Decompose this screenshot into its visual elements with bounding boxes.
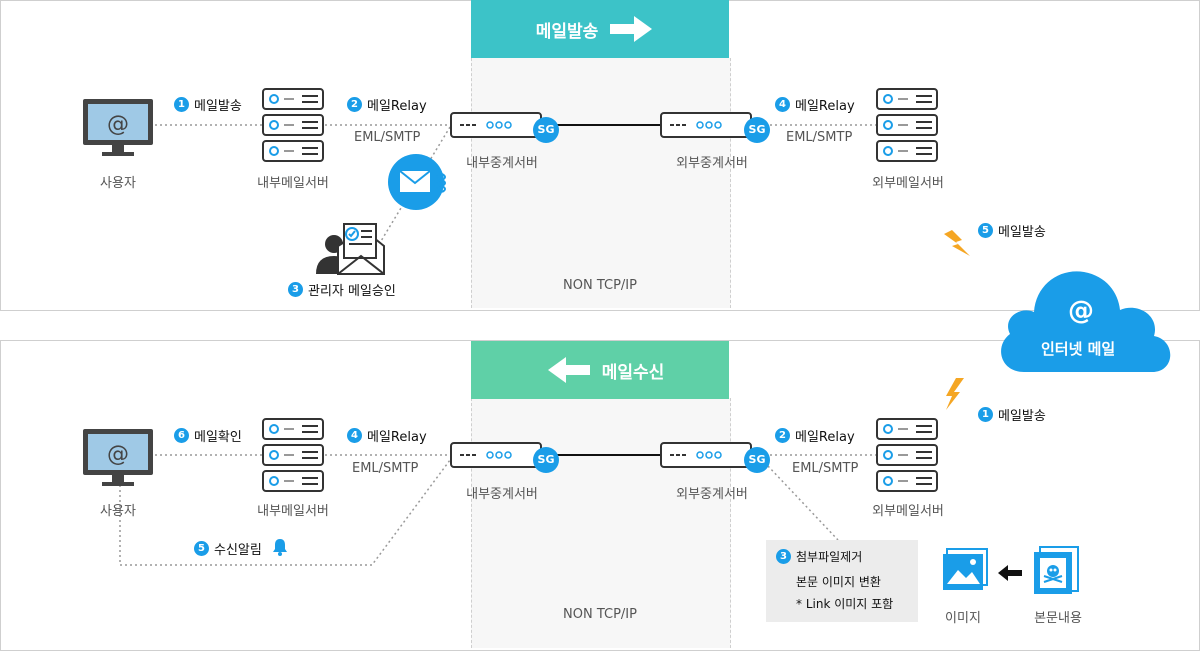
- arrow-left-icon: [998, 565, 1022, 581]
- step-number-badge: 4: [347, 428, 362, 443]
- sg-badge: SG: [744, 117, 770, 143]
- svg-text:@: @: [107, 112, 129, 137]
- outer-mail-server-icon: [876, 418, 938, 492]
- attachment-removal-note: 3 첨부파일제거 본문 이미지 변환 * Link 이미지 포함: [766, 540, 918, 622]
- step-number-badge: 2: [775, 428, 790, 443]
- mail-approval-icon: [388, 154, 446, 210]
- inner-relay-server-icon: [450, 112, 542, 138]
- inner-mail-server-label: 내부메일서버: [257, 176, 329, 191]
- svg-text:@: @: [107, 442, 129, 467]
- receive-banner-label: 메일수신: [601, 362, 665, 383]
- non-tcpip-label: NON TCP/IP: [563, 607, 637, 622]
- arrow-left-icon: [547, 357, 590, 383]
- sg-badge: SG: [533, 117, 559, 143]
- outer-relay-server-label: 외부중계서버: [676, 156, 748, 171]
- outer-mail-server-icon: [876, 88, 938, 162]
- sg-badge: SG: [533, 447, 559, 473]
- note-line: 본문 이미지 변환: [796, 575, 881, 589]
- step-text: 메일확인: [194, 430, 242, 445]
- step-text: 관리자 메일승인: [308, 284, 396, 299]
- step-6-caption: 6 메일확인: [174, 426, 242, 445]
- image-label: 이미지: [945, 611, 981, 626]
- step-text: 메일Relay: [367, 430, 427, 445]
- step-text: 메일발송: [998, 225, 1046, 240]
- inner-relay-server-label: 내부중계서버: [466, 156, 538, 171]
- cloud-label: 인터넷 메일: [1041, 340, 1116, 358]
- sg-badge: SG: [744, 447, 770, 473]
- step-text: 메일Relay: [795, 99, 855, 114]
- protocol-label-left: EML/SMTP: [352, 461, 419, 476]
- inner-mail-server-icon: [262, 418, 324, 492]
- at-symbol: @: [1068, 296, 1094, 326]
- image-icon: [943, 548, 988, 590]
- step-number-badge: 6: [174, 428, 189, 443]
- send-banner-label: 메일발송: [535, 21, 599, 42]
- bell-icon: [273, 539, 287, 556]
- body-content-label: 본문내용: [1034, 611, 1082, 626]
- inner-mail-server-icon: [262, 88, 324, 162]
- outer-relay-server-icon: [660, 112, 752, 138]
- step-number-badge: 1: [978, 407, 993, 422]
- admin-approval-icon: [316, 223, 385, 275]
- step-text: 첨부파일제거: [796, 550, 863, 564]
- user-label: 사용자: [100, 504, 136, 519]
- outer-mail-server-label: 외부메일서버: [872, 504, 944, 519]
- step-number-badge: 1: [174, 97, 189, 112]
- step-text: 메일Relay: [795, 430, 855, 445]
- arrow-right-icon: [610, 16, 653, 42]
- lightning-icon: [944, 230, 970, 256]
- step-1-caption: 1 메일발송: [978, 405, 1046, 424]
- step-4-caption: 4 메일Relay: [347, 426, 427, 445]
- internet-cloud-icon: [1001, 271, 1171, 372]
- lightning-icon: [946, 378, 964, 410]
- step-2-caption: 2 메일Relay: [775, 426, 855, 445]
- step-text: 메일Relay: [367, 99, 427, 114]
- receive-banner: 메일수신: [471, 341, 729, 399]
- note-line: * Link 이미지 포함: [796, 597, 894, 611]
- step-number-badge: 2: [347, 97, 362, 112]
- inner-relay-server-icon: [450, 442, 542, 468]
- non-tcpip-label: NON TCP/IP: [563, 278, 637, 293]
- outer-relay-server-label: 외부중계서버: [676, 487, 748, 502]
- step-1-caption: 1 메일발송: [174, 95, 242, 114]
- non-tcpip-zone-top: [471, 58, 731, 308]
- step-5-caption: 5 메일발송: [978, 221, 1046, 240]
- non-tcpip-zone-bottom: [471, 398, 731, 648]
- step-number-badge: 3: [288, 282, 303, 297]
- step-number-badge: 5: [978, 223, 993, 238]
- step-5-caption: 5 수신알림: [194, 539, 262, 558]
- send-banner: 메일발송: [471, 0, 729, 58]
- step-number-badge: 3: [776, 549, 791, 564]
- step-2-caption: 2 메일Relay: [347, 95, 427, 114]
- step-text: 메일발송: [998, 409, 1046, 424]
- user-monitor-icon: @: [83, 99, 153, 156]
- user-monitor-icon: @: [83, 429, 153, 486]
- step-number-badge: 5: [194, 541, 209, 556]
- inner-relay-server-label: 내부중계서버: [466, 487, 538, 502]
- step-3-caption: 3 관리자 메일승인: [288, 280, 396, 299]
- body-content-icon: [1034, 546, 1079, 594]
- user-label: 사용자: [100, 176, 136, 191]
- step-number-badge: 4: [775, 97, 790, 112]
- step-text: 메일발송: [194, 99, 242, 114]
- inner-mail-server-label: 내부메일서버: [257, 504, 329, 519]
- step-4-caption: 4 메일Relay: [775, 95, 855, 114]
- protocol-label-left: EML/SMTP: [354, 130, 421, 145]
- outer-mail-server-label: 외부메일서버: [872, 176, 944, 191]
- protocol-label-right: EML/SMTP: [792, 461, 859, 476]
- step-text: 수신알림: [214, 543, 262, 558]
- outer-relay-server-icon: [660, 442, 752, 468]
- protocol-label-right: EML/SMTP: [786, 130, 853, 145]
